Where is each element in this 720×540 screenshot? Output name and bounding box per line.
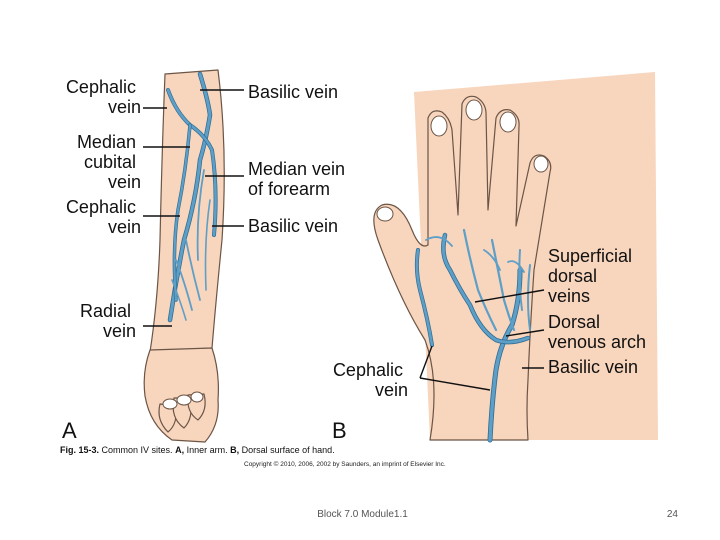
label-cephalic-vein-hand: Cephalic vein xyxy=(333,360,408,400)
panel-letter-a: A xyxy=(62,418,77,443)
index-nail xyxy=(430,115,448,137)
hand-veins xyxy=(414,228,531,443)
thumb-nail xyxy=(376,206,394,222)
panel-a-arm xyxy=(143,69,225,443)
panel-a-right-labels: Basilic vein Median vein of forearm Basi… xyxy=(248,82,350,236)
middle-nail xyxy=(465,99,483,121)
copyright-notice: Copyright © 2010, 2006, 2002 by Saunders… xyxy=(244,460,446,468)
label-dorsal-venous-arch: Dorsal venous arch xyxy=(548,312,646,352)
label-cephalic-vein-top: Cephalic vein xyxy=(66,77,141,117)
figure-caption: Fig. 15-3. Common IV sites. A, Inner arm… xyxy=(60,445,335,455)
nail-3 xyxy=(190,391,204,403)
panel-letter-b: B xyxy=(332,418,347,443)
ring-nail xyxy=(499,111,517,133)
label-basilic-vein-mid: Basilic vein xyxy=(248,216,338,236)
forearm-outline xyxy=(149,69,225,353)
page-number: 24 xyxy=(666,509,678,520)
label-cephalic-vein-mid: Cephalic vein xyxy=(66,197,141,237)
panel-b-hand xyxy=(373,72,658,443)
label-median-vein-of-forearm: Median vein of forearm xyxy=(248,159,350,199)
label-basilic-vein-top: Basilic vein xyxy=(248,82,338,102)
panel-b-leaders xyxy=(419,289,545,391)
label-median-cubital-vein: Median cubital vein xyxy=(77,132,141,192)
arm-veins xyxy=(166,71,218,323)
nail-2 xyxy=(176,394,192,406)
footer-module-label: Block 7.0 Module1.1 xyxy=(317,509,408,520)
little-nail xyxy=(533,155,549,173)
panel-b-labels: Superficial dorsal veins Dorsal venous a… xyxy=(333,246,646,400)
nail-1 xyxy=(162,398,178,410)
panel-a-leaders xyxy=(143,89,244,327)
label-basilic-vein-hand: Basilic vein xyxy=(548,357,638,377)
panel-a-left-labels: Cephalic vein Median cubital vein Cephal… xyxy=(66,77,141,341)
hand-outline xyxy=(373,95,552,441)
label-radial-vein: Radial vein xyxy=(80,301,136,341)
label-superficial-dorsal-veins: Superficial dorsal veins xyxy=(548,246,637,306)
